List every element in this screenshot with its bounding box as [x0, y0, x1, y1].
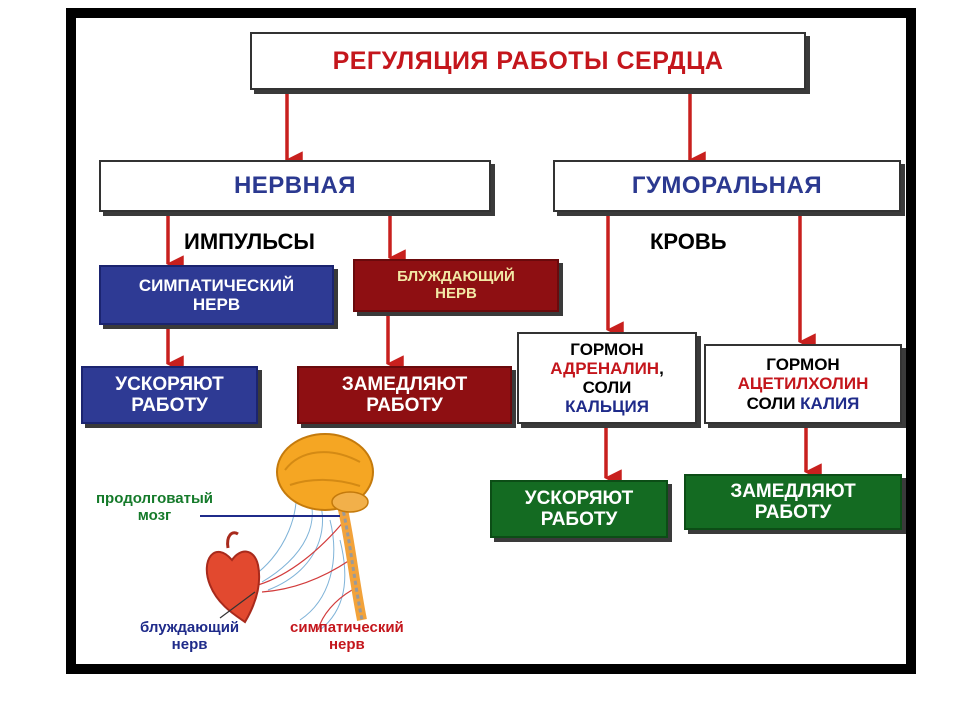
hormone-adrenaline-box: ГОРМОН АДРЕНАЛИН, СОЛИ КАЛЬЦИЯ: [517, 332, 697, 424]
hormone1-comma: ,: [659, 358, 664, 378]
humoral-regulation-box: ГУМОРАЛЬНАЯ: [553, 160, 901, 212]
hormone2-potassium: КАЛИЯ: [800, 393, 860, 413]
diagram-canvas: [76, 18, 906, 664]
humoral-slow-box: ЗАМЕДЛЯЮТ РАБОТУ: [684, 474, 902, 530]
medulla-line2: мозг: [137, 506, 172, 524]
illus-sympathetic-line2: нерв: [328, 635, 365, 653]
illus-vagus-line1: блуждающий: [140, 619, 240, 636]
hormone1-adrenaline: АДРЕНАЛИН: [550, 358, 660, 378]
humoral-header: ГУМОРАЛЬНАЯ: [631, 171, 823, 199]
nervous-slow-box: ЗАМЕДЛЯЮТ РАБОТУ: [297, 366, 512, 424]
vagus-nerve-box: БЛУЖДАЮЩИЙ НЕРВ: [353, 259, 559, 312]
hormone1-line2-wrap: АДРЕНАЛИН,: [550, 359, 664, 378]
sympathetic-line1: СИМПАТИЧЕСКИЙ: [138, 275, 295, 295]
medulla-line1: продолговатый: [96, 490, 213, 507]
humoral-accelerate-line2: РАБОТУ: [540, 509, 618, 530]
nervous-slow-line1: ЗАМЕДЛЯЮТ: [341, 373, 468, 395]
nervous-regulation-box: НЕРВНАЯ: [99, 160, 491, 212]
hormone2-acetylcholine: АЦЕТИЛХОЛИН: [737, 374, 869, 394]
vagus-line1: БЛУЖДАЮЩИЙ: [397, 267, 515, 285]
humoral-accelerate-box: УСКОРЯЮТ РАБОТУ: [490, 480, 668, 538]
humoral-slow-line1: ЗАМЕДЛЯЮТ: [730, 480, 856, 502]
diagram-frame: [66, 8, 916, 674]
illus-sympathetic-line1: симпатический: [290, 619, 404, 636]
hormone2-line1: ГОРМОН: [766, 355, 840, 375]
sympathetic-nerve-label: симпатический нерв: [290, 619, 404, 653]
hormone2-line3-wrap: СОЛИ КАЛИЯ: [747, 394, 860, 413]
nervous-header: НЕРВНАЯ: [233, 171, 357, 199]
impulses-label: ИМПУЛЬСЫ: [184, 229, 315, 254]
page-title: РЕГУЛЯЦИЯ РАБОТЫ СЕРДЦА: [332, 47, 724, 75]
vagus-nerve-label: блуждающий нерв: [140, 619, 240, 653]
title-box: РЕГУЛЯЦИЯ РАБОТЫ СЕРДЦА: [250, 32, 806, 90]
hormone1-line3: СОЛИ: [582, 378, 632, 397]
nervous-accelerate-line2: РАБОТУ: [131, 395, 208, 416]
sympathetic-line2: НЕРВ: [192, 295, 241, 314]
illus-vagus-line2: нерв: [171, 635, 208, 653]
hormone-acetylcholine-box: ГОРМОН АЦЕТИЛХОЛИН СОЛИ КАЛИЯ: [704, 344, 902, 424]
hormone1-line1: ГОРМОН: [570, 339, 644, 359]
blood-label: КРОВЬ: [650, 229, 727, 254]
nervous-accelerate-line1: УСКОРЯЮТ: [115, 373, 224, 395]
nervous-accelerate-box: УСКОРЯЮТ РАБОТУ: [81, 366, 258, 424]
medulla-label: продолговатый мозг: [96, 490, 213, 524]
sympathetic-nerve-box: СИМПАТИЧЕСКИЙ НЕРВ: [99, 265, 334, 325]
humoral-accelerate-line1: УСКОРЯЮТ: [524, 487, 634, 509]
vagus-line2: НЕРВ: [435, 284, 477, 302]
humoral-slow-line2: РАБОТУ: [754, 502, 832, 523]
nervous-slow-line2: РАБОТУ: [366, 395, 443, 416]
hormone2-salts: СОЛИ: [746, 393, 796, 413]
hormone1-calcium: КАЛЬЦИЯ: [565, 397, 649, 417]
